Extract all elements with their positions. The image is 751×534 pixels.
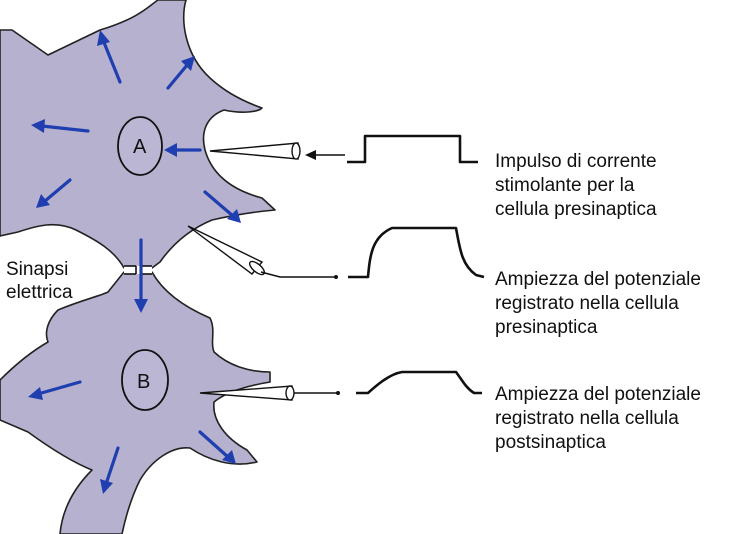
annotation-pre-line2: registrato nella cellula [495, 293, 679, 314]
presynaptic-potential-trace [348, 228, 484, 277]
annotation-stimulus-line3: cellula presinaptica [495, 199, 657, 220]
annotation-post-line3: postsinaptica [495, 432, 606, 453]
presynaptic-recording-electrode [188, 226, 338, 279]
annotation-pre-line3: presinaptica [495, 317, 598, 338]
annotation-stimulus-line2: stimolante per la [495, 175, 635, 196]
synapse-label-line1: Sinapsi [6, 259, 68, 280]
cell-b-label: B [137, 371, 150, 393]
annotation-post-line2: registrato nella cellula [495, 408, 679, 429]
annotation-pre-line1: Ampiezza del potenziale [495, 269, 701, 290]
stimulus-current-trace [347, 136, 478, 162]
annotation-post-line1: Ampiezza del potenziale [495, 384, 701, 405]
annotation-stimulus-line1: Impulso di corrente [495, 151, 657, 172]
stimulating-electrode [210, 143, 345, 160]
postsynaptic-potential-trace [356, 372, 482, 393]
cell-a-label: A [133, 136, 147, 158]
synapse-label-line2: elettrica [6, 282, 73, 303]
gap-junction [124, 266, 152, 274]
